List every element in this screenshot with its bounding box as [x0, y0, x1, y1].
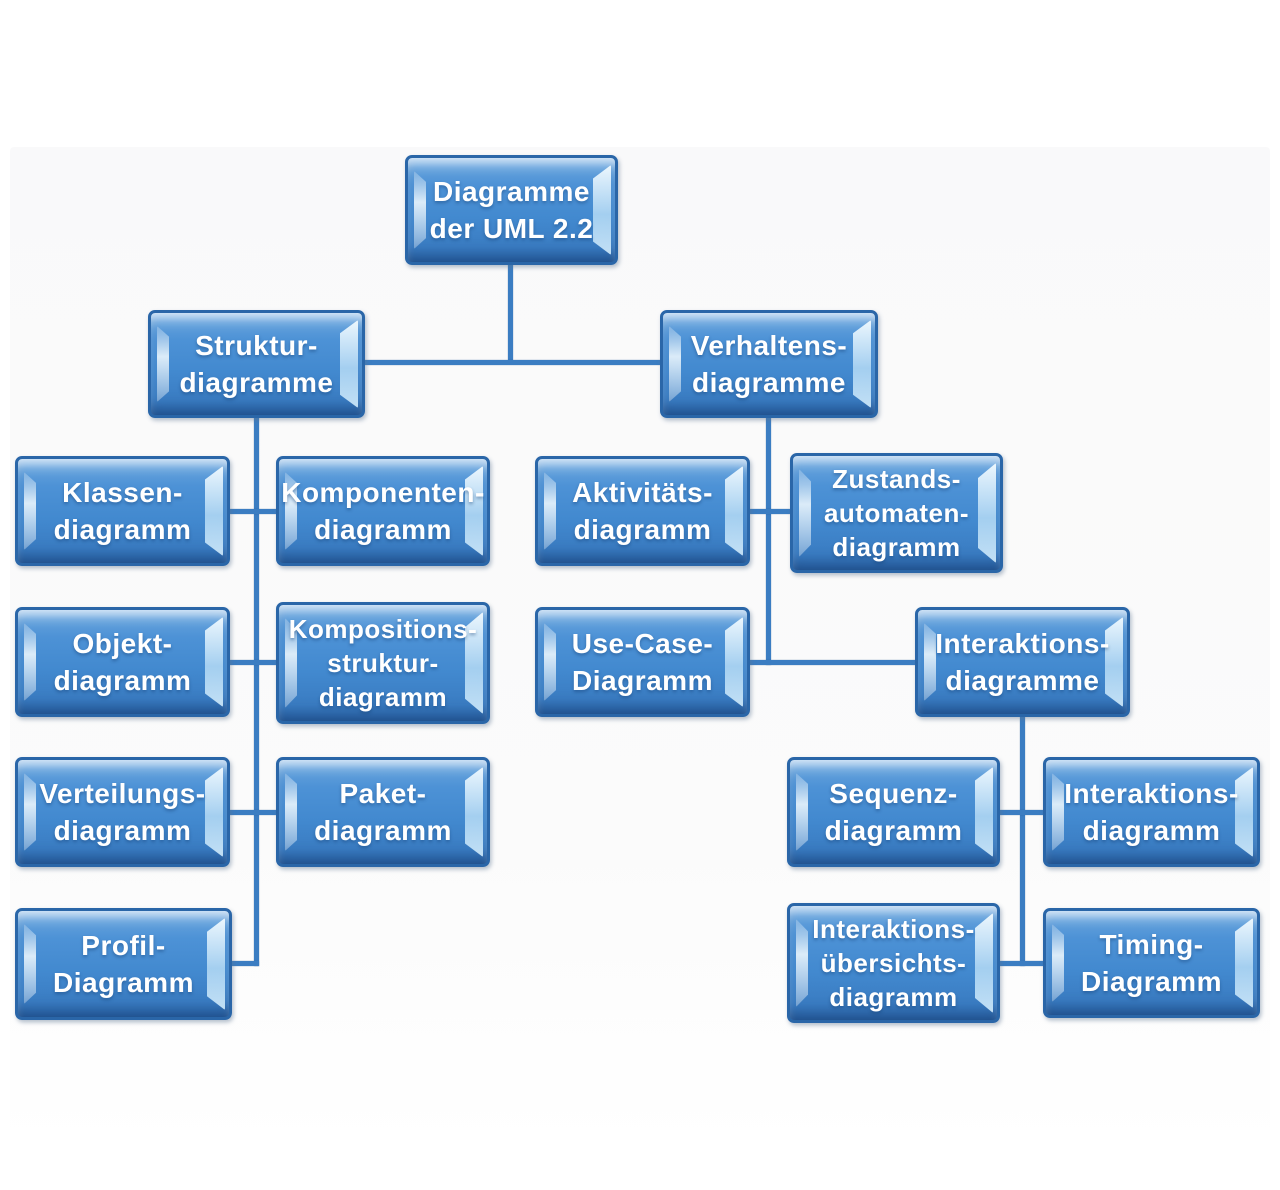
- node-label-klassendiagramm: Klassen-diagramm: [53, 477, 192, 545]
- connector-profil-elbow: [230, 961, 259, 966]
- connector-struktur-trunk: [254, 416, 259, 966]
- node-label-sequenzdiagramm: Sequenz-diagramm: [824, 778, 963, 846]
- node-profildiagramm: Profil-Diagramm: [15, 908, 232, 1020]
- node-label-verteilungsdiagramm: Verteilungs-diagramm: [39, 778, 206, 846]
- node-label-interaktionsdiagramme: Interaktions-diagramme: [935, 628, 1110, 696]
- node-aktivitaetsdiagramm: Aktivitäts-diagramm: [535, 456, 750, 566]
- node-label-kompositionsstrukturdiagramm: Kompositions-struktur-diagramm: [288, 614, 478, 712]
- node-verteilungsdiagramm: Verteilungs-diagramm: [15, 757, 230, 867]
- connector-sequenz-row: [998, 810, 1045, 815]
- node-komponentendiagramm: Komponenten-diagramm: [276, 456, 490, 566]
- node-label-usecasediagramm: Use-Case-Diagramm: [571, 628, 714, 696]
- connector-objekt-row: [228, 660, 278, 665]
- node-sequenzdiagramm: Sequenz-diagramm: [787, 757, 1000, 867]
- node-klassendiagramm: Klassen-diagramm: [15, 456, 230, 566]
- node-usecasediagramm: Use-Case-Diagramm: [535, 607, 750, 717]
- node-label-verhaltensdiagramme: Verhaltens-diagramme: [690, 330, 848, 398]
- connector-klassen-row: [228, 509, 278, 514]
- node-zustandsautomatendiagramm: Zustands-automaten-diagramm: [790, 453, 1003, 573]
- connector-aktivitaets-row: [748, 509, 792, 514]
- node-label-komponentendiagramm: Komponenten-diagramm: [281, 477, 485, 545]
- node-label-interaktionsdiagramm: Interaktions-diagramm: [1064, 778, 1239, 846]
- node-paketdiagramm: Paket-diagramm: [276, 757, 490, 867]
- node-label-objektdiagramm: Objekt-diagramm: [53, 628, 192, 696]
- node-label-interaktionsuebersichtsdiagramm: Interaktions-übersichts-diagramm: [812, 914, 975, 1012]
- connector-level1-horizontal: [363, 360, 662, 365]
- node-label-profildiagramm: Profil-Diagramm: [53, 930, 194, 998]
- connector-verhaltens-trunk: [766, 416, 771, 665]
- connector-usecase-row: [748, 660, 917, 665]
- connector-uebersichts-row: [998, 961, 1045, 966]
- node-timingdiagramm: Timing-Diagramm: [1043, 908, 1260, 1018]
- node-interaktionsdiagramm: Interaktions-diagramm: [1043, 757, 1260, 867]
- connector-verteilungs-row: [228, 810, 278, 815]
- node-objektdiagramm: Objekt-diagramm: [15, 607, 230, 717]
- node-interaktionsuebersichtsdiagramm: Interaktions-übersichts-diagramm: [787, 903, 1000, 1023]
- node-label-paketdiagramm: Paket-diagramm: [314, 778, 452, 846]
- node-label-aktivitaetsdiagramm: Aktivitäts-diagramm: [572, 477, 713, 545]
- node-verhaltensdiagramme: Verhaltens-diagramme: [660, 310, 878, 418]
- connector-interaktions-trunk: [1020, 715, 1025, 966]
- node-label-strukturdiagramme: Struktur-diagramme: [179, 330, 334, 398]
- connector-root-down: [508, 263, 513, 363]
- node-interaktionsdiagramme: Interaktions-diagramme: [915, 607, 1130, 717]
- node-label-timingdiagramm: Timing-Diagramm: [1081, 929, 1222, 997]
- node-label-zustandsautomatendiagramm: Zustands-automaten-diagramm: [823, 464, 970, 562]
- node-kompositionsstrukturdiagramm: Kompositions-struktur-diagramm: [276, 602, 490, 724]
- node-strukturdiagramme: Struktur-diagramme: [148, 310, 365, 418]
